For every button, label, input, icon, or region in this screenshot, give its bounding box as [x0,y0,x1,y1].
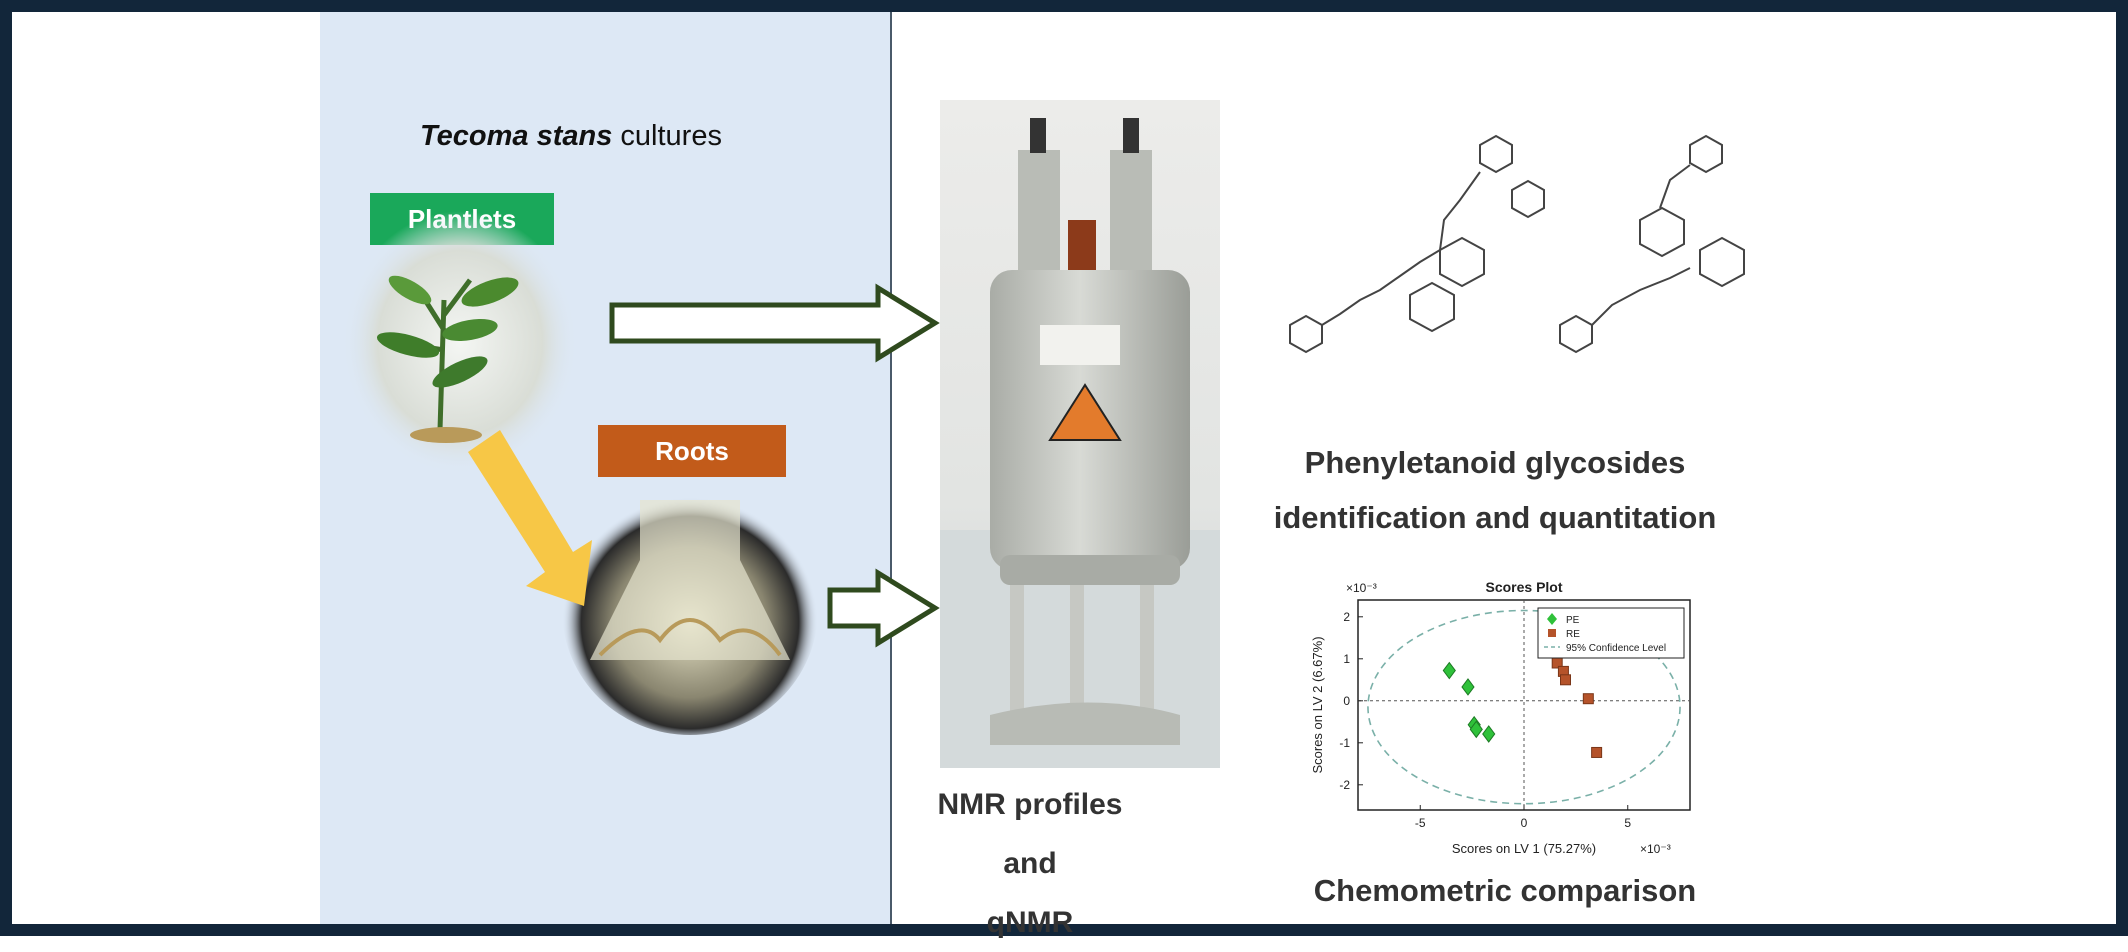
y-tick-label: -2 [1339,778,1350,792]
glycosides-caption: Phenyletanoid glycosides identification … [1240,435,1750,545]
panel-divider [890,12,892,924]
scores-plot: Scores Plot ×10⁻³ ×10⁻³ Scores on LV 1 (… [1310,579,1691,856]
plantlets-to-nmr-arrow [609,283,940,363]
confidence-ellipse [1367,609,1681,805]
y-tick-label: 2 [1343,610,1350,624]
nmr-caption-line3: qNMR [986,906,1074,939]
roots-badge: Roots [598,425,786,477]
re-point [1591,746,1603,758]
legend-confidence-label: 95% Confidence Level [1566,643,1666,654]
y-tick-label: -1 [1339,736,1350,750]
glycosides-caption-line2: identification and quantitation [1273,500,1717,535]
phenylethanoid-glycoside-structures [1289,134,1745,354]
nmr-spectrometer-photo [940,100,1220,768]
nmr-caption-line1: NMR profiles [937,788,1123,821]
plantlet-photo [342,211,578,475]
chemometric-caption: Chemometric comparison [1313,873,1697,908]
roots-flask-photo [562,485,818,735]
y-exponent: ×10⁻³ [1346,581,1377,595]
pe-point [1469,720,1483,739]
plantlet-to-root-arrow [468,430,592,606]
legend-re-swatch [1548,629,1556,637]
x-tick-label: 5 [1624,816,1631,830]
cultures-word: cultures [612,120,722,152]
re-point [1582,693,1594,705]
x-tick-label: -5 [1415,816,1426,830]
roots-to-nmr-arrow [827,568,940,648]
y-axis-label: Scores on LV 2 (6.67%) [1310,636,1325,773]
nmr-caption: NMR profiles and qNMR [930,775,1130,952]
cultures-title: Tecoma stans cultures [420,120,722,153]
pe-point [1442,661,1456,680]
nmr-caption-line2: and [1003,847,1057,880]
y-tick-label: 0 [1343,694,1350,708]
pe-point [1461,678,1475,696]
x-exponent: ×10⁻³ [1640,842,1671,856]
legend-pe-label: PE [1566,615,1580,626]
species-name: Tecoma stans [420,120,613,152]
x-tick-label: 0 [1521,816,1528,830]
x-axis-label: Scores on LV 1 (75.27%) [1452,841,1596,856]
chart-title: Scores Plot [1485,579,1562,595]
y-tick-label: 1 [1343,652,1350,666]
legend-pe-swatch [1547,613,1557,625]
pe-point [1482,725,1496,743]
re-point [1560,674,1571,686]
glycosides-caption-line1: Phenyletanoid glycosides [1304,445,1686,480]
legend-box [1537,607,1685,659]
legend-re-label: RE [1566,629,1580,640]
